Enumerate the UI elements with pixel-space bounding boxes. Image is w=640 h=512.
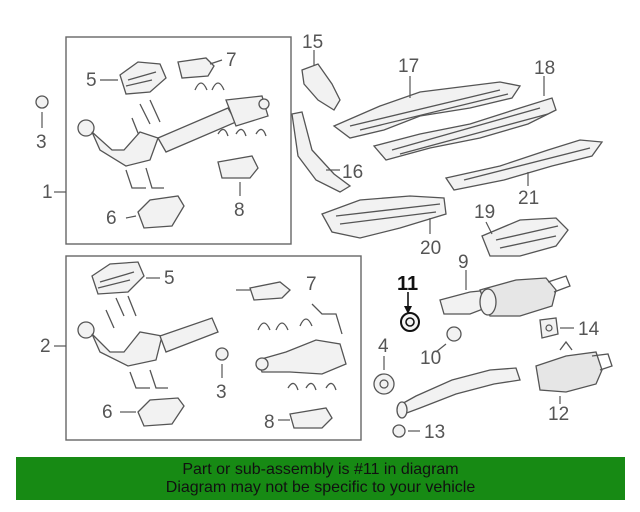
heat-shield-8-box1 bbox=[217, 155, 259, 179]
heat-shield-20 bbox=[321, 195, 447, 239]
callout-9: 9 bbox=[458, 252, 469, 273]
exhaust-parts-diagram: 5 7 6 8 1 5 7 6 8 2 3 3 15 1 bbox=[35, 32, 613, 443]
converter-front-2 bbox=[91, 331, 163, 367]
callout-1: 1 bbox=[42, 182, 53, 203]
callout-13: 13 bbox=[424, 422, 445, 443]
banner-line-2: Diagram may not be specific to your vehi… bbox=[165, 479, 476, 496]
callout-8-box2: 8 bbox=[264, 412, 275, 433]
gasket-10 bbox=[446, 326, 462, 342]
flange-box2 bbox=[77, 321, 95, 339]
callout-11: 11 bbox=[397, 273, 418, 295]
callout-15: 15 bbox=[302, 32, 323, 53]
callout-6: 6 bbox=[106, 208, 117, 229]
heat-shield-7-box2 bbox=[249, 281, 291, 301]
callout-18: 18 bbox=[534, 58, 555, 79]
callout-3-b: 3 bbox=[216, 382, 227, 403]
part-11-hanger bbox=[400, 312, 420, 332]
callout-20: 20 bbox=[420, 238, 441, 259]
part-3-nut-b bbox=[215, 347, 229, 361]
muffler-part-9 bbox=[479, 277, 557, 317]
hanger-4 bbox=[373, 373, 395, 395]
heat-shield-upper-2 bbox=[91, 261, 145, 295]
callout-8: 8 bbox=[234, 200, 245, 221]
heat-shield-7-box1 bbox=[177, 57, 215, 79]
heat-shield-6-box2 bbox=[137, 397, 185, 427]
converter-rear-2 bbox=[257, 339, 347, 375]
converter-front-1 bbox=[91, 131, 159, 167]
nut-13 bbox=[392, 424, 406, 438]
callout-10: 10 bbox=[420, 348, 441, 369]
callout-17: 17 bbox=[398, 56, 419, 77]
callout-14: 14 bbox=[578, 319, 600, 340]
assembly-2-group bbox=[77, 261, 347, 429]
callout-19: 19 bbox=[474, 202, 495, 223]
heat-shield-upper-1 bbox=[119, 61, 167, 95]
heat-shield-19 bbox=[481, 217, 569, 257]
tailpipe-12 bbox=[397, 367, 521, 415]
callout-12: 12 bbox=[548, 404, 569, 425]
heat-shield-16 bbox=[291, 111, 352, 193]
callout-4: 4 bbox=[378, 336, 389, 357]
flange-box1 bbox=[77, 119, 95, 137]
info-banner: Part or sub-assembly is #11 in diagram D… bbox=[16, 457, 625, 500]
banner-line-1: Part or sub-assembly is #11 in diagram bbox=[182, 461, 459, 478]
hanger-14 bbox=[539, 317, 559, 339]
pipe-box2 bbox=[159, 317, 219, 353]
callout-7: 7 bbox=[226, 50, 237, 71]
heat-shield-6-box1 bbox=[137, 195, 185, 229]
callout-7-box2: 7 bbox=[306, 274, 317, 295]
callout-16: 16 bbox=[342, 162, 363, 183]
callout-21: 21 bbox=[518, 188, 539, 209]
heat-shield-8-box2 bbox=[289, 407, 333, 429]
assembly-box-1 bbox=[65, 36, 292, 245]
callout-2: 2 bbox=[40, 336, 51, 357]
callout-3: 3 bbox=[36, 132, 47, 153]
callout-6-box2: 6 bbox=[102, 402, 113, 423]
heat-shield-15 bbox=[301, 63, 341, 111]
callout-5-box2: 5 bbox=[164, 268, 175, 289]
part-3-nut-a bbox=[35, 95, 49, 109]
assembly-box-2 bbox=[65, 255, 362, 441]
assembly-1-group bbox=[77, 57, 270, 229]
rear-muffler-12 bbox=[535, 351, 603, 393]
callout-5: 5 bbox=[86, 70, 97, 91]
converter-rear-1 bbox=[225, 95, 269, 127]
